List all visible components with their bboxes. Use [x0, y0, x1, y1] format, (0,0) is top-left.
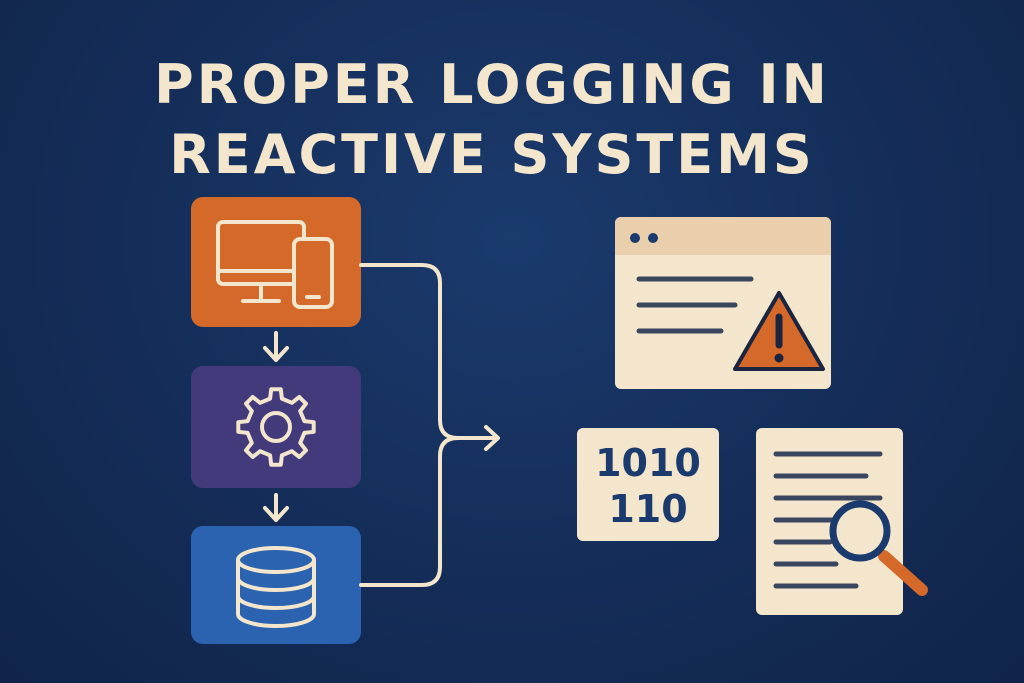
binary-line-2: 110: [608, 487, 688, 531]
binary-data-card: 1010 110: [577, 428, 719, 541]
window-dot-icon: [648, 233, 658, 243]
storage-node: [191, 526, 361, 644]
database-icon: [236, 546, 316, 628]
title-line-2: REACTIVE SYSTEMS: [169, 123, 815, 186]
alert-log-window: [615, 217, 831, 389]
binary-line-1: 1010: [595, 441, 701, 485]
window-dot-icon: [630, 233, 640, 243]
title-line-1: PROPER LOGGING IN: [154, 53, 830, 116]
document-lines: [773, 451, 883, 589]
log-lines: [630, 233, 754, 334]
devices-node: [191, 197, 361, 327]
warning-triangle-icon: [733, 291, 825, 371]
processing-node: [191, 366, 361, 488]
desktop-and-phone-icon: [216, 220, 334, 309]
gear-icon: [236, 387, 316, 467]
